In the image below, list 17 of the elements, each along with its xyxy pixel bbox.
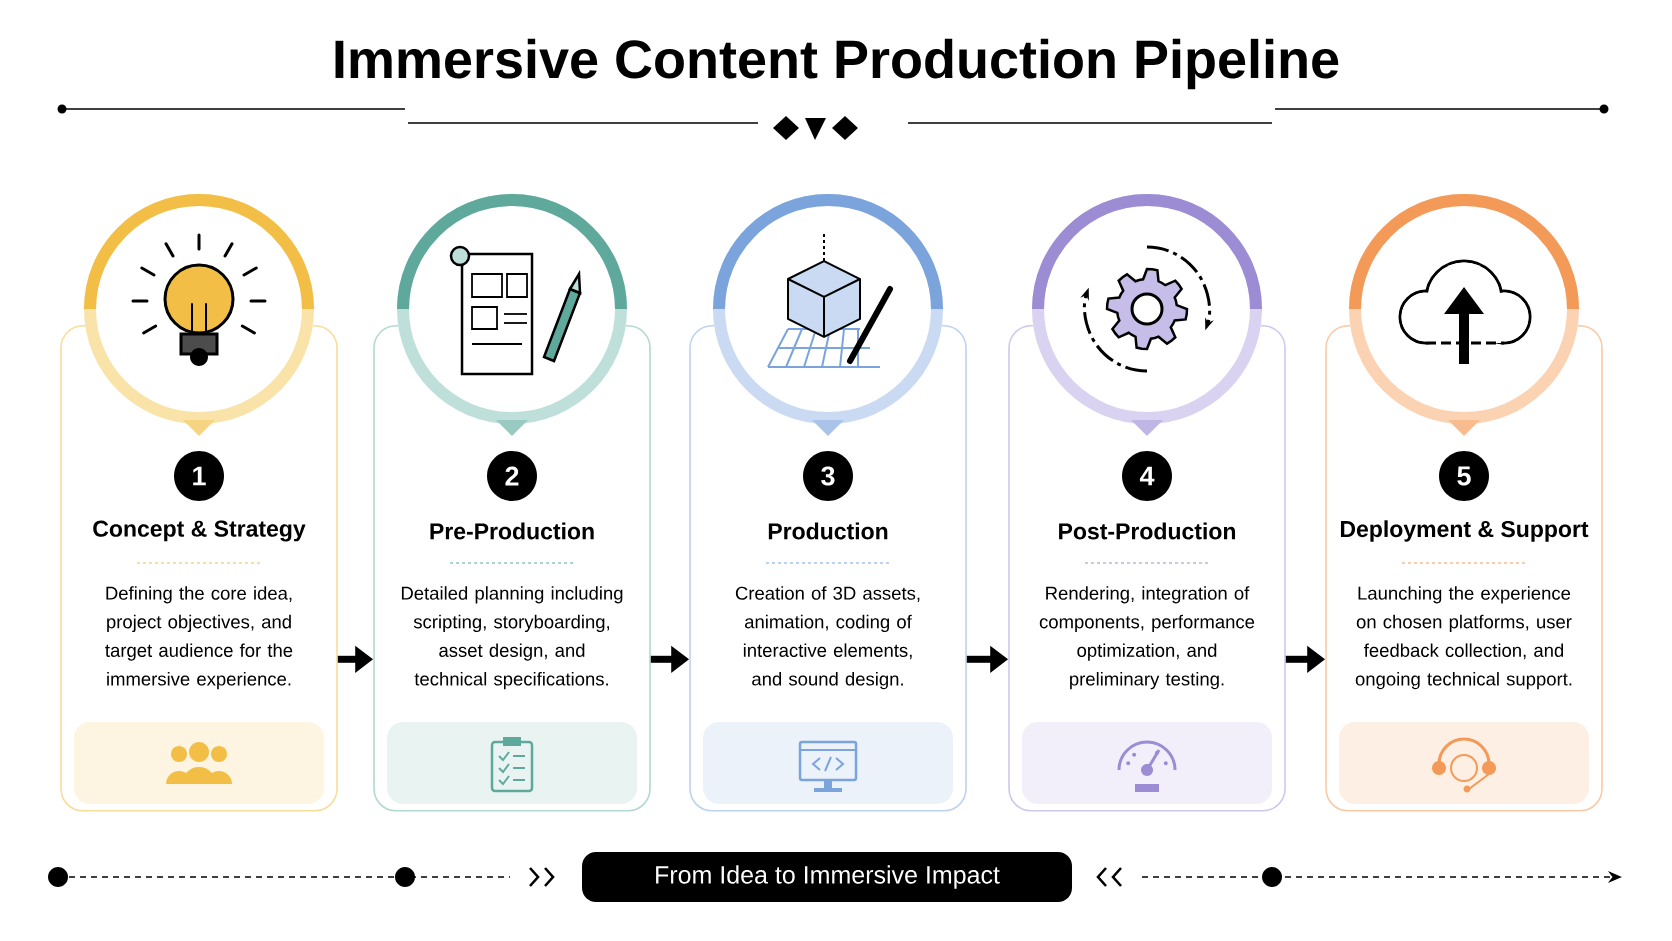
step-description: Rendering, integration of components, performance optimization, and preliminary testing. bbox=[1039, 586, 1255, 690]
tagline-pill: From Idea to Immersive Impact bbox=[582, 852, 1072, 902]
step-description: Defining the core idea, project objectives, and target audience for the immersive experience. bbox=[105, 586, 293, 690]
step-heading: Production bbox=[768, 522, 888, 540]
step-description: Detailed planning including scripting, storyboarding, asset design, and technical specifications. bbox=[401, 586, 623, 690]
step-number: 3 bbox=[803, 451, 853, 501]
step-description: Creation of 3D assets, animation, coding of interactive elements, and sound design. bbox=[735, 586, 920, 690]
step-description: Launching the experience on chosen platforms, user feedback collection, and ongoing technical support. bbox=[1355, 586, 1572, 690]
step-heading: Post-Production bbox=[1059, 522, 1236, 540]
title: Immersive Content Production Pipeline bbox=[335, 38, 1339, 90]
step-heading: Deployment & Support bbox=[1340, 520, 1589, 542]
step-heading: Concept & Strategy bbox=[93, 520, 306, 542]
step-number: 5 bbox=[1439, 451, 1489, 501]
step-number: 1 bbox=[174, 451, 224, 501]
step-heading: Pre-Production bbox=[430, 522, 594, 540]
step-number: 4 bbox=[1122, 451, 1172, 501]
step-number: 2 bbox=[487, 451, 537, 501]
